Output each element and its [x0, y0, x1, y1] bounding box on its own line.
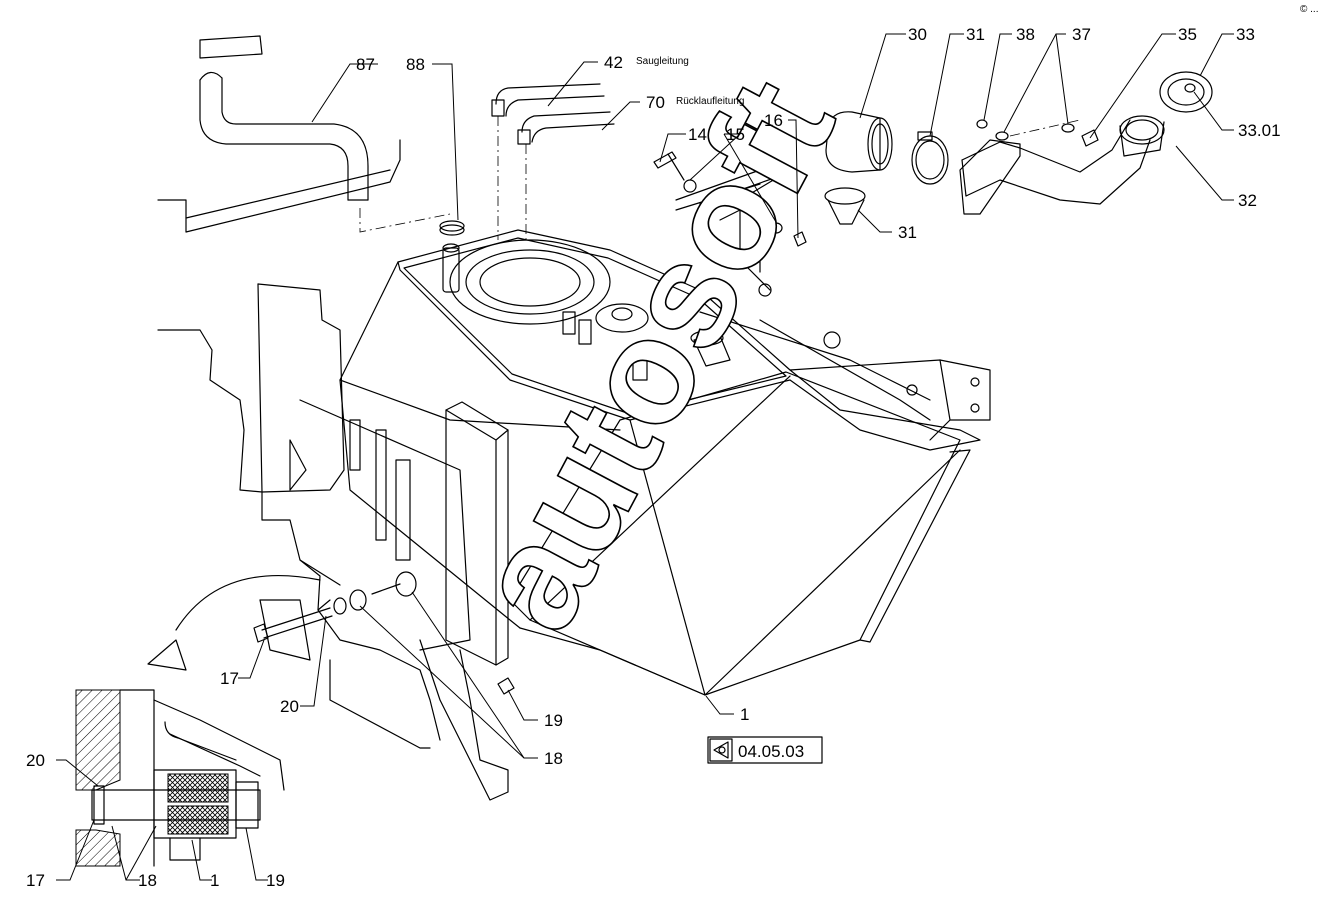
callout-labels: 87 88 42 70 14 15 16 30 31 31 38 37 35 3…	[26, 25, 1281, 890]
detail-section	[75, 689, 285, 867]
callout-32: 32	[1238, 191, 1257, 210]
leader-lines	[56, 33, 1234, 881]
detail-callout-1: 1	[210, 871, 219, 890]
detail-callout-20: 20	[26, 751, 45, 770]
fuel-tank	[339, 229, 991, 696]
filler-assembly	[824, 71, 1213, 225]
callout-87: 87	[356, 55, 375, 74]
callout-15: 15	[726, 125, 745, 144]
callout-33-01: 33.01	[1238, 121, 1281, 140]
callout-30: 30	[908, 25, 927, 44]
vent-pipe	[157, 35, 451, 233]
callout-1: 1	[740, 705, 749, 724]
label-ruecklaufleitung: Rücklaufleitung	[676, 96, 744, 107]
detail-callout-17: 17	[26, 871, 45, 890]
detail-callout-19: 19	[266, 871, 285, 890]
callout-20: 20	[280, 697, 299, 716]
callout-19: 19	[544, 711, 563, 730]
callout-16: 16	[764, 111, 783, 130]
callout-88: 88	[406, 55, 425, 74]
callout-31-top: 31	[966, 25, 985, 44]
mounting-bolt-set	[147, 571, 515, 695]
callout-42: 42	[604, 53, 623, 72]
detail-callout-18: 18	[138, 871, 157, 890]
mounting-bracket	[157, 283, 509, 801]
fuel-hoses	[439, 83, 615, 240]
callout-31-lower: 31	[898, 223, 917, 242]
callout-18: 18	[544, 749, 563, 768]
callout-17: 17	[220, 669, 239, 688]
callout-70: 70	[646, 93, 665, 112]
callout-37: 37	[1072, 25, 1091, 44]
view-arrow-icon	[713, 741, 729, 759]
callout-35: 35	[1178, 25, 1197, 44]
watermark: autosoft	[440, 54, 866, 655]
small-parts-right	[653, 151, 807, 291]
callout-14: 14	[688, 125, 707, 144]
callout-38: 38	[1016, 25, 1035, 44]
callout-33: 33	[1236, 25, 1255, 44]
reference-label: 04.05.03	[738, 742, 804, 761]
corner-mark: © ...	[1300, 4, 1318, 15]
label-saugleitung: Saugleitung	[636, 56, 689, 67]
reference-link[interactable]: 04.05.03	[707, 736, 823, 764]
